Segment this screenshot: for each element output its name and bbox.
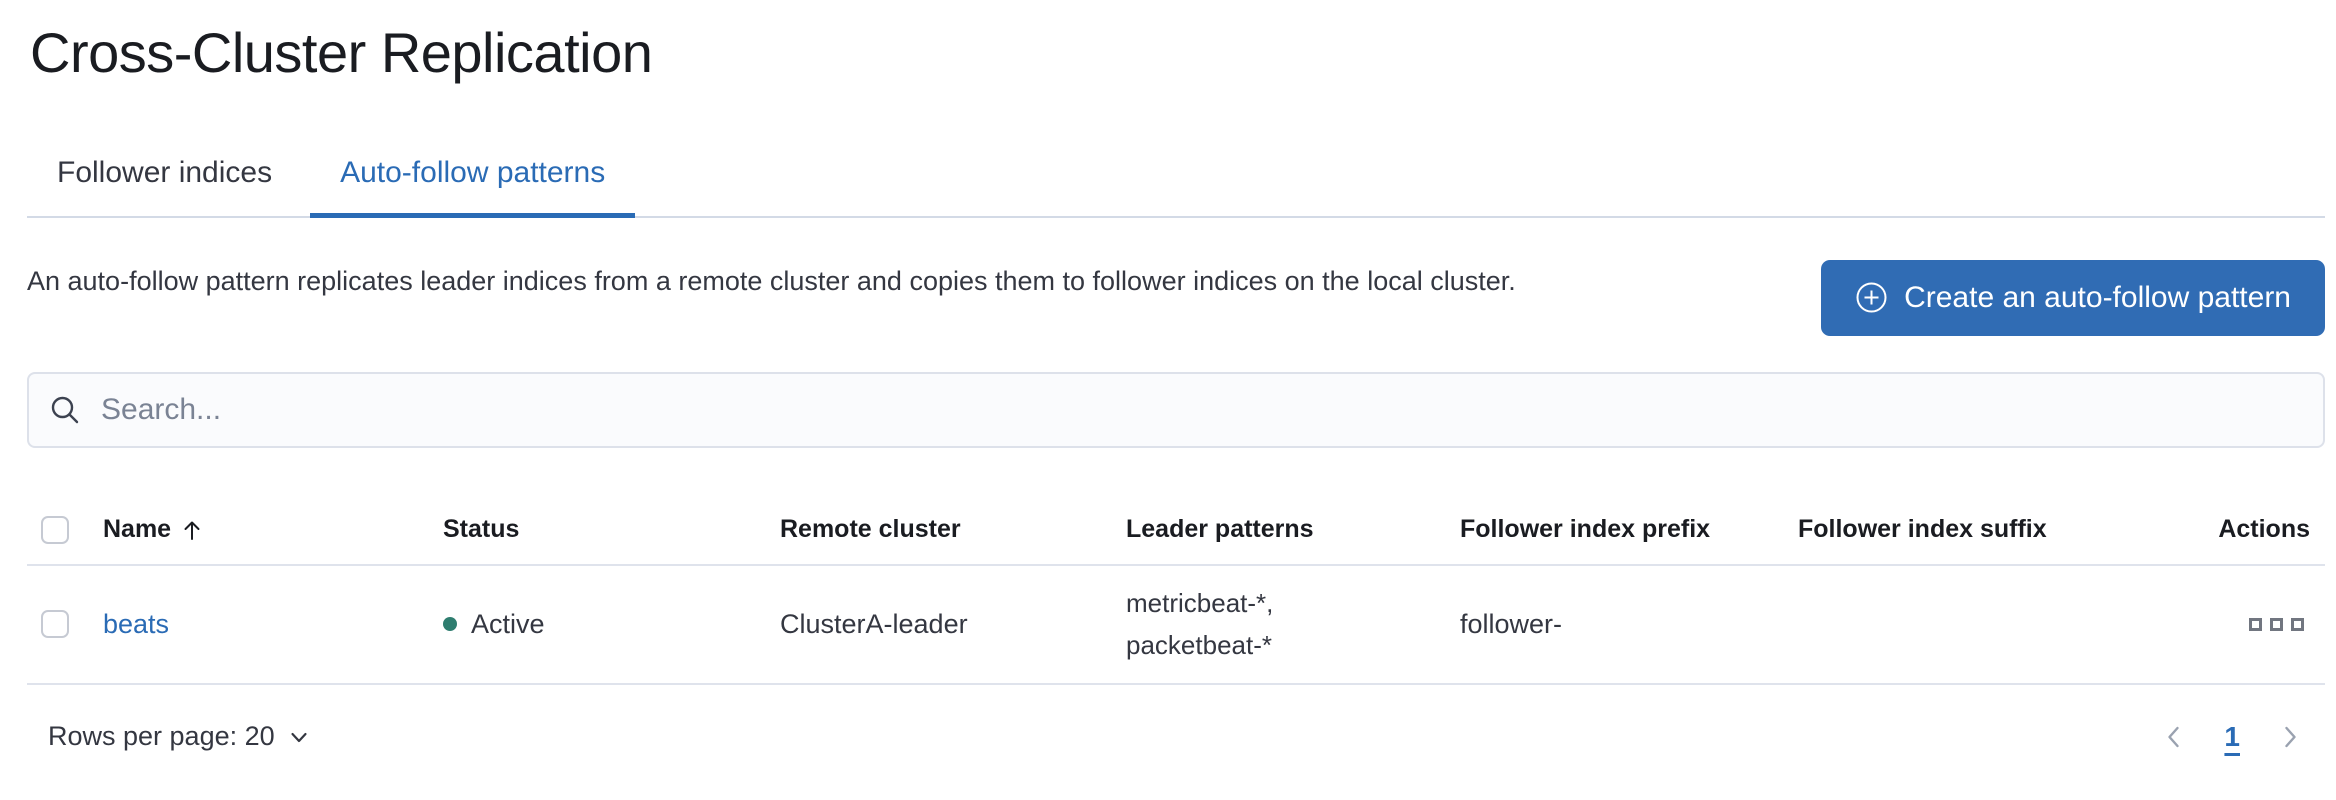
- sort-arrow-up-icon: [181, 518, 203, 542]
- table-row: beats Active ClusterA-leader metricbeat-…: [27, 566, 2325, 685]
- boxes-horizontal-icon: [2249, 617, 2262, 631]
- leader-pattern-line: metricbeat-*,: [1126, 588, 1274, 619]
- search-icon: [49, 394, 81, 426]
- pagination: 1: [2156, 719, 2308, 755]
- column-header-follower-index-prefix: Follower index prefix: [1460, 515, 1711, 544]
- actions-cell: [2100, 612, 2325, 637]
- column-header-actions: Actions: [2218, 515, 2310, 544]
- tab-bar: Follower indices Auto-follow patterns: [27, 118, 2325, 218]
- rows-per-page-label: Rows per page: 20: [48, 721, 275, 752]
- create-auto-follow-pattern-button[interactable]: Create an auto-follow pattern: [1821, 259, 2325, 336]
- leader-patterns-cell: metricbeat-*, packetbeat-*: [1126, 582, 1460, 666]
- plus-in-circle-icon: [1855, 281, 1888, 314]
- previous-page-button[interactable]: [2156, 719, 2192, 755]
- search-bar: [27, 371, 2325, 448]
- select-all-checkbox[interactable]: [41, 515, 69, 544]
- table-footer: Rows per page: 20 1: [27, 707, 2325, 767]
- auto-follow-patterns-table: Name Status Remote cluster Leader patter…: [27, 496, 2325, 685]
- column-header-remote-cluster: Remote cluster: [780, 515, 961, 544]
- row-checkbox[interactable]: [41, 610, 69, 639]
- status-label: Active: [471, 608, 545, 639]
- boxes-horizontal-icon: [2291, 617, 2304, 631]
- leader-pattern-line: packetbeat-*: [1126, 630, 1272, 661]
- page-number-1[interactable]: 1: [2218, 720, 2246, 754]
- pattern-name-link[interactable]: beats: [103, 608, 170, 639]
- rows-per-page-button[interactable]: Rows per page: 20: [42, 720, 317, 753]
- next-page-button[interactable]: [2272, 719, 2308, 755]
- search-input[interactable]: [99, 391, 2303, 428]
- chevron-down-icon: [287, 725, 311, 749]
- boxes-horizontal-icon: [2270, 617, 2283, 631]
- column-header-leader-patterns: Leader patterns: [1126, 515, 1314, 544]
- create-button-label: Create an auto-follow pattern: [1904, 280, 2291, 314]
- column-header-status: Status: [443, 515, 520, 544]
- row-select-cell: [27, 610, 103, 639]
- follower-index-prefix-cell: follower-: [1460, 608, 1563, 639]
- status-cell: Active: [443, 609, 780, 640]
- status-active-dot-icon: [443, 617, 457, 632]
- name-cell: beats: [103, 609, 443, 640]
- tab-auto-follow-patterns[interactable]: Auto-follow patterns: [310, 118, 636, 218]
- page-title: Cross-Cluster Replication: [30, 21, 653, 84]
- chevron-right-icon: [2276, 723, 2304, 751]
- tab-follower-indices[interactable]: Follower indices: [57, 155, 273, 189]
- remote-cluster-cell: ClusterA-leader: [780, 608, 968, 639]
- table-header-row: Name Status Remote cluster Leader patter…: [27, 496, 2325, 566]
- row-actions-button[interactable]: [2243, 612, 2310, 637]
- column-header-name: Name: [103, 515, 443, 544]
- intro-row: An auto-follow pattern replicates leader…: [27, 259, 2325, 336]
- page-description: An auto-follow pattern replicates leader…: [27, 265, 1516, 296]
- select-all-cell: [27, 515, 103, 544]
- chevron-left-icon: [2160, 723, 2188, 751]
- sort-by-name[interactable]: Name: [103, 515, 203, 544]
- ccr-page: Cross-Cluster Replication Follower indic…: [27, 21, 2325, 767]
- column-header-follower-index-suffix: Follower index suffix: [1798, 515, 2047, 544]
